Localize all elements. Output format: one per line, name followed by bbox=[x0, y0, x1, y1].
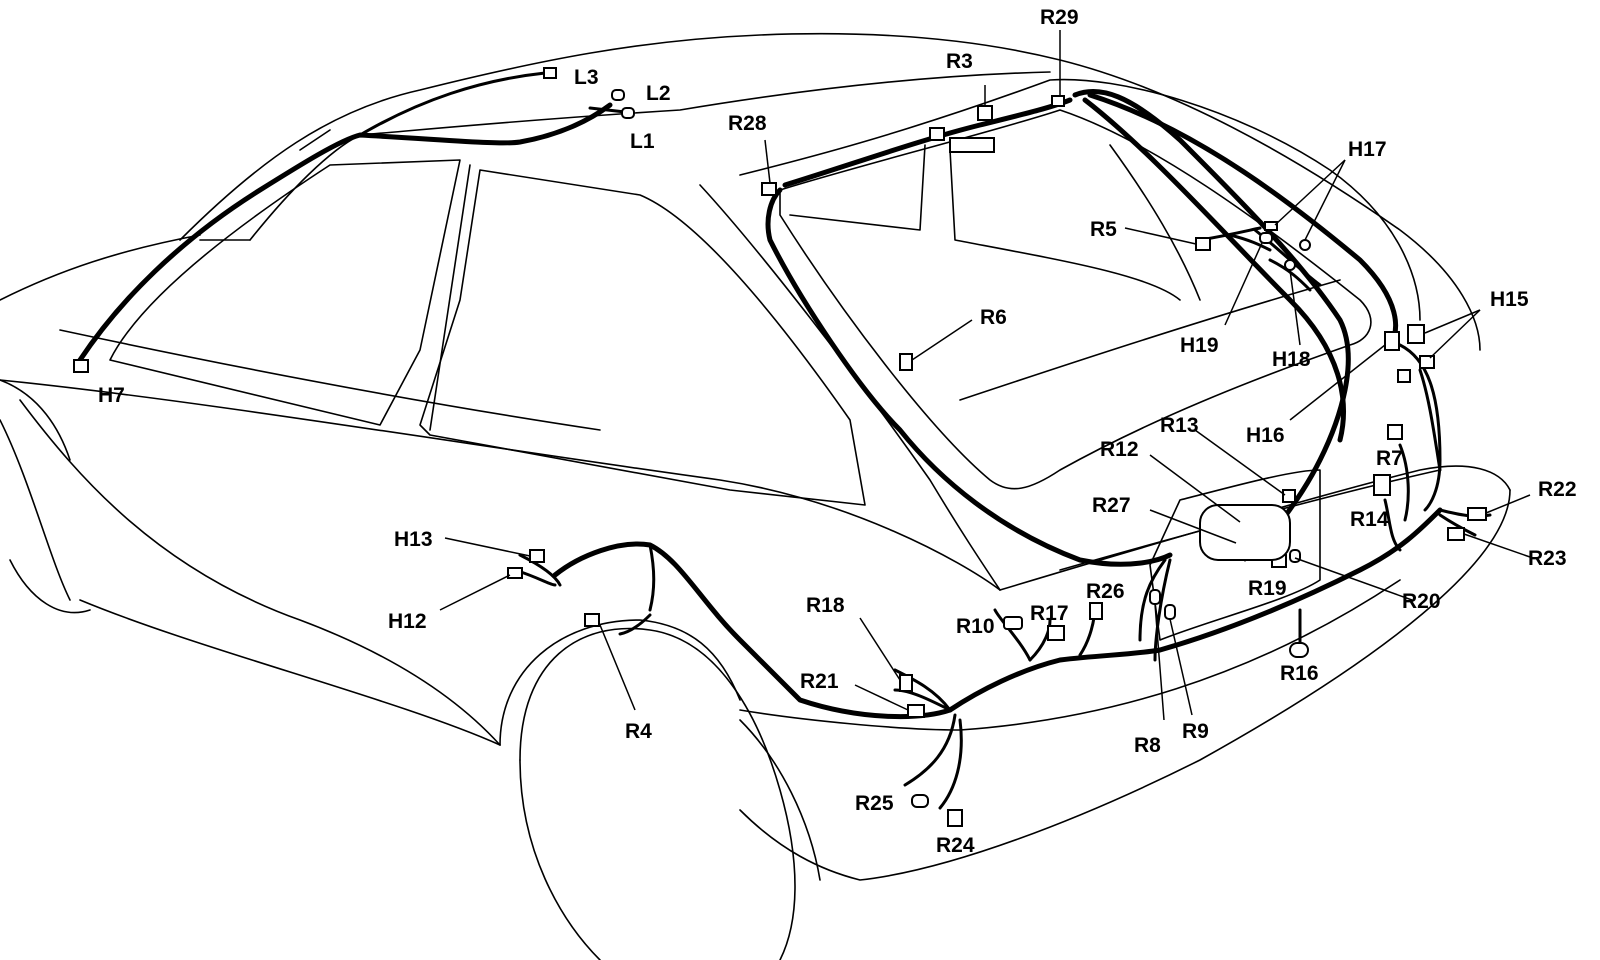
label-r26: R26 bbox=[1086, 580, 1125, 603]
connector-r8 bbox=[1149, 589, 1161, 605]
connector-r16 bbox=[1289, 642, 1309, 658]
connector-h15a bbox=[1407, 324, 1425, 344]
connector-h15c bbox=[1397, 369, 1411, 383]
car-body-outline bbox=[0, 32, 1511, 960]
pillar-harness bbox=[765, 187, 1173, 567]
label-r14: R14 bbox=[1350, 508, 1389, 531]
connector-r6 bbox=[899, 353, 913, 371]
label-r23: R23 bbox=[1528, 547, 1567, 570]
connector-h17a bbox=[1299, 239, 1311, 251]
connector-h12 bbox=[507, 567, 523, 579]
connector-r21 bbox=[907, 704, 925, 718]
component-labels: L3 L2 L1 H7 H13 H12 R4 R28 R3 R29 R5 R6 … bbox=[98, 6, 1577, 857]
connector-l3 bbox=[543, 67, 557, 79]
label-r7: R7 bbox=[1376, 447, 1403, 470]
connector-h15b bbox=[1419, 355, 1435, 369]
label-h16: H16 bbox=[1246, 424, 1285, 447]
leader-lines bbox=[439, 30, 1531, 721]
label-r29: R29 bbox=[1040, 6, 1079, 29]
label-r3: R3 bbox=[946, 50, 973, 73]
connector-h16 bbox=[1384, 331, 1400, 351]
label-r27: R27 bbox=[1092, 494, 1131, 517]
label-h13: H13 bbox=[394, 528, 433, 551]
label-h15: H15 bbox=[1490, 288, 1529, 311]
connector-r13 bbox=[1282, 489, 1296, 503]
connector-h17b bbox=[1264, 221, 1278, 231]
connector-r20 bbox=[1289, 549, 1301, 563]
label-r19: R19 bbox=[1248, 577, 1287, 600]
label-h17: H17 bbox=[1348, 138, 1387, 161]
label-h7: H7 bbox=[98, 384, 125, 407]
label-h18: H18 bbox=[1272, 348, 1311, 371]
label-r28: R28 bbox=[728, 112, 767, 135]
connector-r4 bbox=[584, 613, 600, 627]
connector-l1 bbox=[621, 107, 635, 119]
label-r9: R9 bbox=[1182, 720, 1209, 743]
connector-r28 bbox=[761, 182, 777, 196]
roof-harness bbox=[77, 102, 613, 363]
connector-h19 bbox=[1259, 232, 1273, 244]
connector-r14 bbox=[1373, 474, 1391, 496]
label-r21: R21 bbox=[800, 670, 839, 693]
label-h19: H19 bbox=[1180, 334, 1219, 357]
label-h12: H12 bbox=[388, 610, 427, 633]
label-r6: R6 bbox=[980, 306, 1007, 329]
light-housing bbox=[949, 137, 995, 153]
label-l1: L1 bbox=[630, 130, 655, 153]
label-r4: R4 bbox=[625, 720, 652, 743]
connector-r17 bbox=[1047, 625, 1065, 641]
connector-l2 bbox=[611, 89, 625, 101]
connector-roof-center bbox=[929, 127, 945, 141]
connector-r7 bbox=[1387, 424, 1403, 440]
label-r5: R5 bbox=[1090, 218, 1117, 241]
connector-r18 bbox=[899, 674, 913, 692]
label-l3: L3 bbox=[574, 66, 599, 89]
wiring-harness bbox=[77, 71, 1492, 810]
connector-h7 bbox=[73, 359, 89, 373]
label-r8: R8 bbox=[1134, 734, 1161, 757]
connector-r5 bbox=[1195, 237, 1211, 251]
label-r10: R10 bbox=[956, 615, 995, 638]
bumper-harness bbox=[947, 507, 1443, 713]
label-r13: R13 bbox=[1160, 414, 1199, 437]
connector-r26 bbox=[1089, 602, 1103, 620]
connector-h13 bbox=[529, 549, 545, 563]
label-r17: R17 bbox=[1030, 602, 1069, 625]
label-r18: R18 bbox=[806, 594, 845, 617]
connector-r23 bbox=[1447, 527, 1465, 541]
label-l2: L2 bbox=[646, 82, 671, 105]
connector-r10 bbox=[1003, 616, 1023, 630]
connectors bbox=[73, 67, 1487, 827]
label-r25: R25 bbox=[855, 792, 894, 815]
connector-r25 bbox=[911, 794, 929, 808]
connector-r29 bbox=[1051, 95, 1065, 107]
label-r24: R24 bbox=[936, 834, 975, 857]
label-r20: R20 bbox=[1402, 590, 1441, 613]
side-harness bbox=[552, 541, 953, 720]
connector-r9 bbox=[1164, 604, 1176, 620]
connector-r22 bbox=[1467, 507, 1487, 521]
label-r12: R12 bbox=[1100, 438, 1139, 461]
connector-h18 bbox=[1284, 259, 1296, 271]
hatch-harness bbox=[782, 97, 1073, 188]
label-r22: R22 bbox=[1538, 478, 1577, 501]
connector-r3 bbox=[977, 105, 993, 121]
license-light bbox=[1199, 504, 1291, 561]
connector-r24 bbox=[947, 809, 963, 827]
label-r16: R16 bbox=[1280, 662, 1319, 685]
